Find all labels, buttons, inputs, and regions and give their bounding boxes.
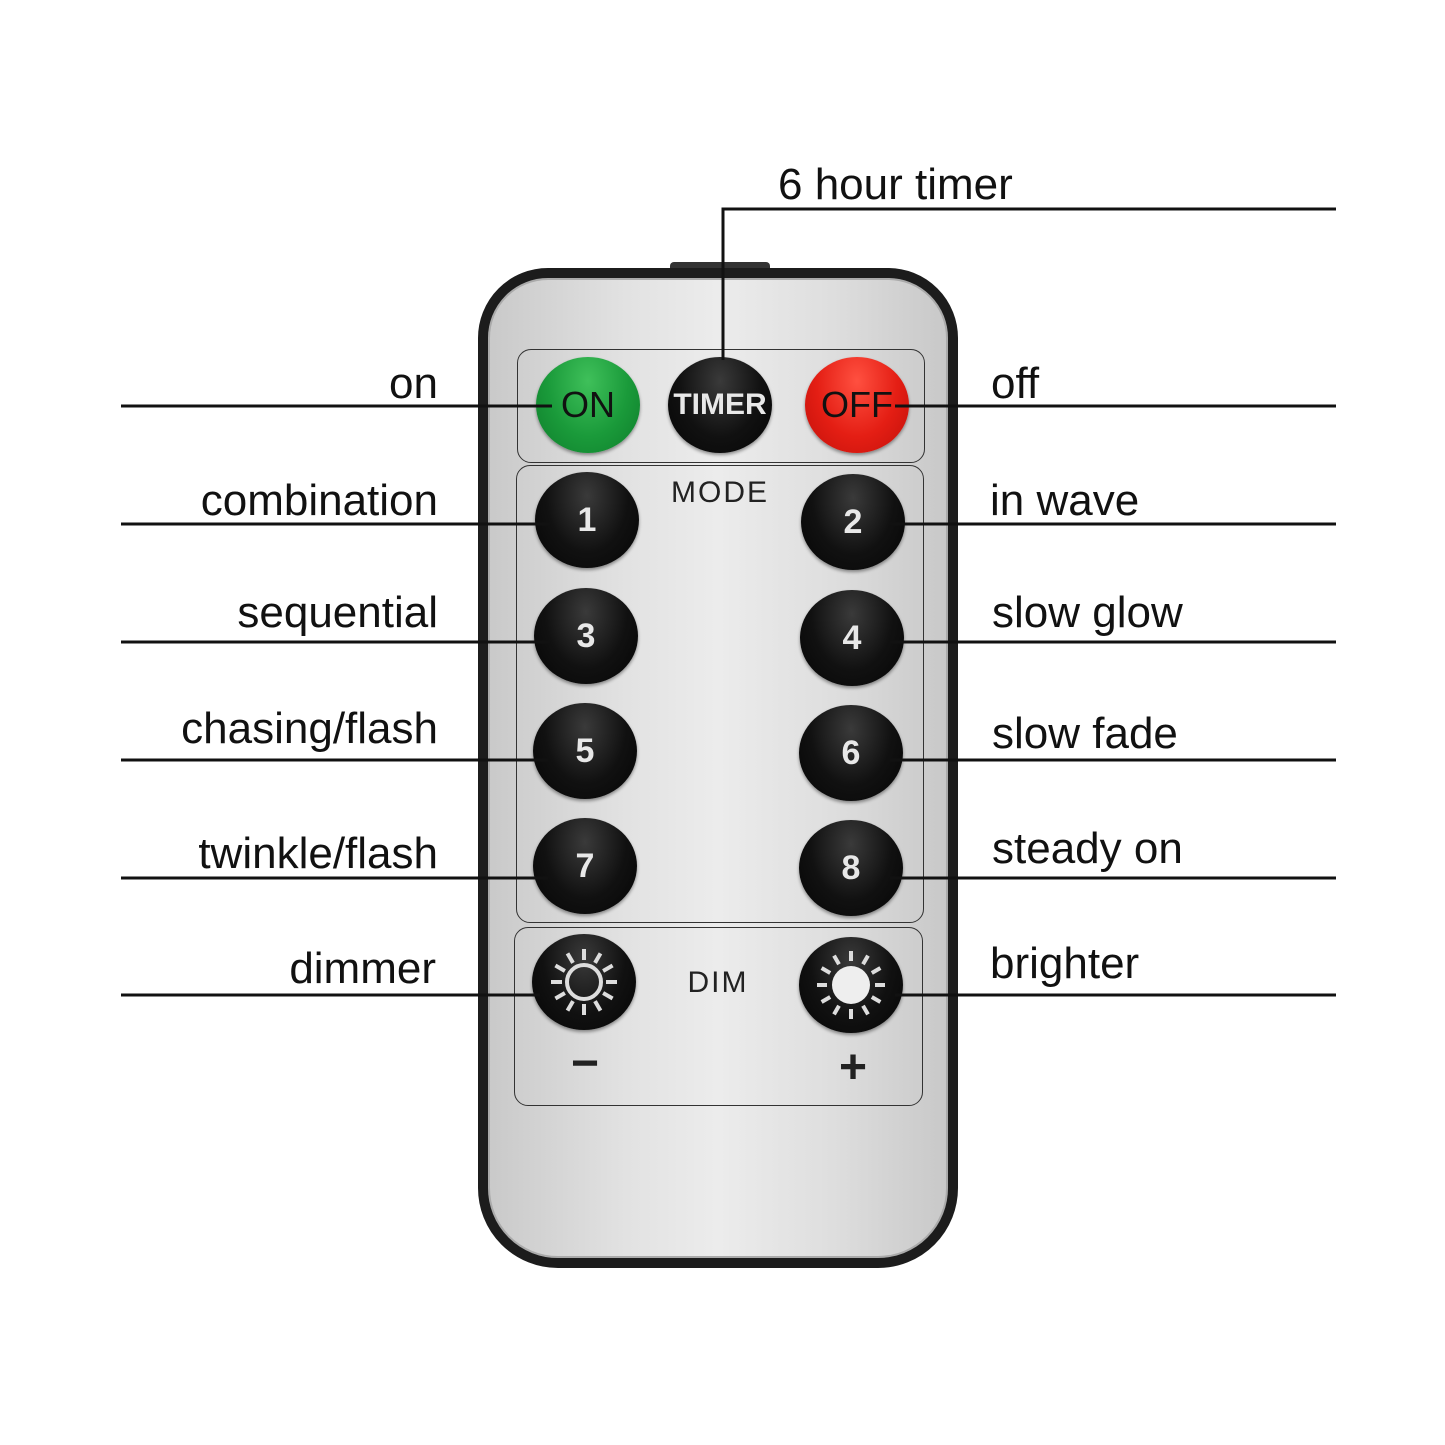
callout-in-wave: in wave [990,476,1140,525]
timer-button[interactable]: TIMER [668,357,772,453]
sun-ray [820,995,832,1004]
sun-ray [861,1004,870,1016]
sun-ray [554,991,566,1001]
plus-sign: + [838,1041,868,1094]
callout-combination: combination [200,476,438,525]
sun-ray [593,1000,603,1012]
on-button[interactable]: ON [536,357,640,453]
dimmer-button[interactable] [532,934,636,1030]
mode-button-5[interactable]: 5 [533,703,637,799]
callout-twinkle-flash: twinkle/flash [198,829,438,878]
callout-slow-fade: slow fade [992,709,1178,758]
sun-ray [832,954,841,966]
sun-ray [820,966,832,975]
callout-sequential: sequential [237,588,438,637]
callout-chasing-flash: chasing/flash [181,704,438,753]
mode-button-3[interactable]: 3 [534,588,638,684]
callout-steady-on: steady on [992,824,1183,873]
mode-button-6[interactable]: 6 [799,705,903,801]
sun-ray [565,952,575,964]
off-button[interactable]: OFF [805,357,909,453]
callout-dimmer: dimmer [289,944,436,993]
sun-ray [554,963,566,973]
sun-outline-icon [551,949,617,1015]
sun-ray [565,1000,575,1012]
callout-slow-glow: slow glow [992,588,1183,637]
sun-ray [602,963,614,973]
mode-button-4[interactable]: 4 [800,590,904,686]
sun-ray [861,954,870,966]
callout-line-timer [721,207,1336,360]
sun-ray [870,966,882,975]
mode-button-7[interactable]: 7 [533,818,637,914]
sun-ray [602,991,614,1001]
mode-label: MODE [671,476,769,509]
dim-panel [514,927,923,1106]
mode-button-1[interactable]: 1 [535,472,639,568]
sun-ray [870,995,882,1004]
mode-button-8[interactable]: 8 [799,820,903,916]
callout-timer: 6 hour timer [778,160,1013,209]
dim-label: DIM [687,966,749,999]
callout-on: on [389,359,438,408]
mode-panel [516,465,924,923]
callout-off: off [991,359,1040,408]
mode-button-2[interactable]: 2 [801,474,905,570]
callout-brighter: brighter [990,939,1140,988]
sun-ray [832,1004,841,1016]
sun-filled-icon [817,951,885,1019]
minus-sign: − [570,1037,600,1090]
brighter-button[interactable] [799,937,903,1033]
sun-ray [593,952,603,964]
